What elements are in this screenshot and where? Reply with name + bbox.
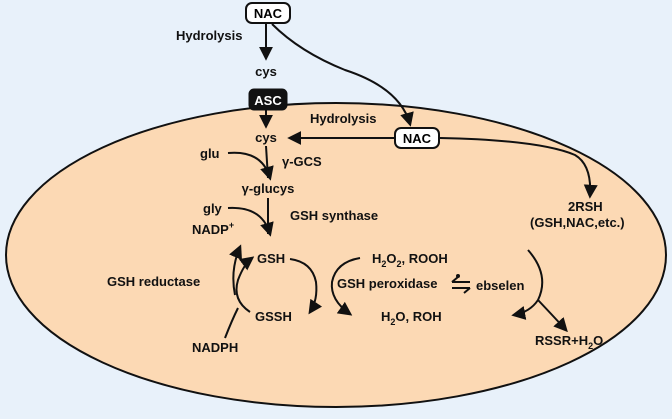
arrow-nadph-to-reductase: [224, 307, 239, 339]
nadph-label: NADPH: [192, 340, 238, 355]
glu-label: glu: [200, 146, 220, 161]
gsh-label: GSH: [257, 251, 285, 266]
rssr-label: RSSR+H2O: [535, 333, 603, 351]
nadp-label: NADP+: [192, 220, 234, 237]
nac-external-box: NAC: [245, 2, 291, 24]
cys-external-label: cys: [255, 64, 277, 79]
gsh-peroxidase-label: GSH peroxidase: [337, 276, 437, 291]
gamma-glucys-label: γ-glucys: [242, 181, 295, 196]
asc-label: ASC: [254, 93, 282, 108]
arrow-gsh-to-gssh-peroxidase: [289, 258, 323, 315]
nac-external-label: NAC: [254, 6, 283, 21]
gsh-reductase-label: GSH reductase: [107, 274, 200, 289]
hydrolysis-external-label: Hydrolysis: [176, 28, 242, 43]
h2o2-rooh-label: H2O2, ROOH: [372, 251, 448, 269]
ebselen-label: ebselen: [476, 278, 524, 293]
gssh-label: GSSH: [255, 309, 292, 324]
asc-transporter-box: ASC: [248, 88, 288, 111]
gamma-gcs-label: γ-GCS: [282, 154, 322, 169]
rsh-detail-label: (GSH,NAC,etc.): [530, 215, 625, 230]
arrow-gssh-to-gsh-reductase: [235, 256, 255, 313]
arrow-bracket-to-rssr: [537, 299, 568, 333]
equilibrium-icon: [451, 274, 471, 294]
hydrolysis-internal-label: Hydrolysis: [310, 111, 376, 126]
rsh-label: 2RSH: [568, 199, 603, 214]
h2o-roh-label: H2O, ROH: [381, 309, 442, 327]
nac-internal-label: NAC: [403, 131, 432, 146]
arrow-nac-to-rsh: [439, 137, 598, 199]
gly-label: gly: [203, 201, 223, 216]
arrow-nac-to-nac-internal: [271, 23, 414, 127]
gsh-synthase-label: GSH synthase: [290, 208, 378, 223]
nac-internal-box: NAC: [394, 127, 440, 149]
cell-membrane: [5, 102, 667, 408]
cys-internal-label: cys: [255, 130, 277, 145]
arrow-peroxide-to-water: [330, 257, 361, 316]
arrow-cys-to-glucys: [265, 145, 269, 179]
arrow-reductase-to-nadp: [229, 244, 242, 296]
